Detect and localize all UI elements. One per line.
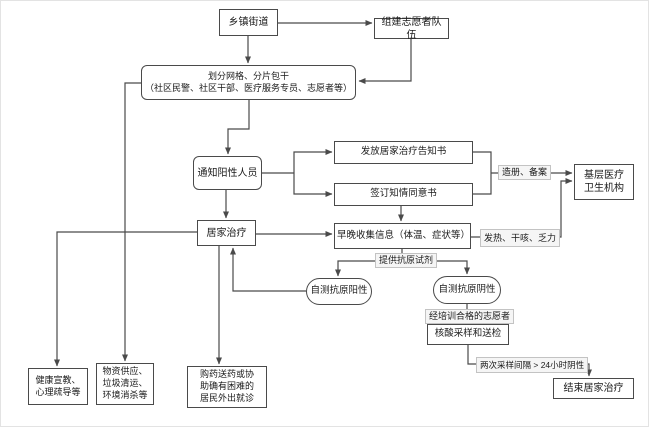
- node-consent-form: 签订知情同意书: [334, 183, 473, 206]
- node-home-treatment: 居家治疗: [197, 220, 256, 246]
- node-medicine-purchase-help: 购药送药或协 助确有困难的 居民外出就诊: [187, 366, 267, 408]
- node-end-home-treatment: 结束居家治疗: [553, 378, 634, 399]
- node-antigen-self-test-positive: 自测抗原阳性: [306, 278, 372, 305]
- node-grid-division: 划分网格、分片包干 （社区民警、社区干部、医疗服务专员、志愿者等）: [141, 65, 356, 100]
- node-health-education: 健康宣教、 心理疏导等: [28, 368, 88, 405]
- node-township-street: 乡镇街道: [219, 9, 278, 36]
- node-notify-positive-persons: 通知阳性人员: [193, 156, 262, 190]
- edge-label-register-record: 造册、备案: [498, 165, 552, 180]
- node-supplies-service: 物资供应、 垃圾清运、 环境消杀等: [96, 363, 154, 405]
- edge-label-fever-symptoms: 发热、干咳、乏力: [480, 229, 561, 247]
- edge-label-provide-antigen-kits: 提供抗原试剂: [375, 253, 438, 268]
- node-home-treatment-notice: 发放居家治疗告知书: [334, 141, 473, 164]
- node-collect-info: 早晚收集信息（体温、症状等）: [334, 223, 471, 249]
- node-antigen-self-test-negative: 自测抗原阴性: [433, 276, 501, 304]
- node-primary-medical-institution: 基层医疗 卫生机构: [574, 164, 634, 200]
- node-nucleic-acid-sampling: 核酸采样和送检: [427, 324, 509, 345]
- edge-label-sampling-interval: 两次采样间隔 > 24小时阴性: [476, 357, 589, 373]
- node-build-volunteer-team: 组建志愿者队伍: [374, 17, 449, 41]
- edge-label-trained-volunteers: 经培训合格的志愿者: [425, 309, 515, 324]
